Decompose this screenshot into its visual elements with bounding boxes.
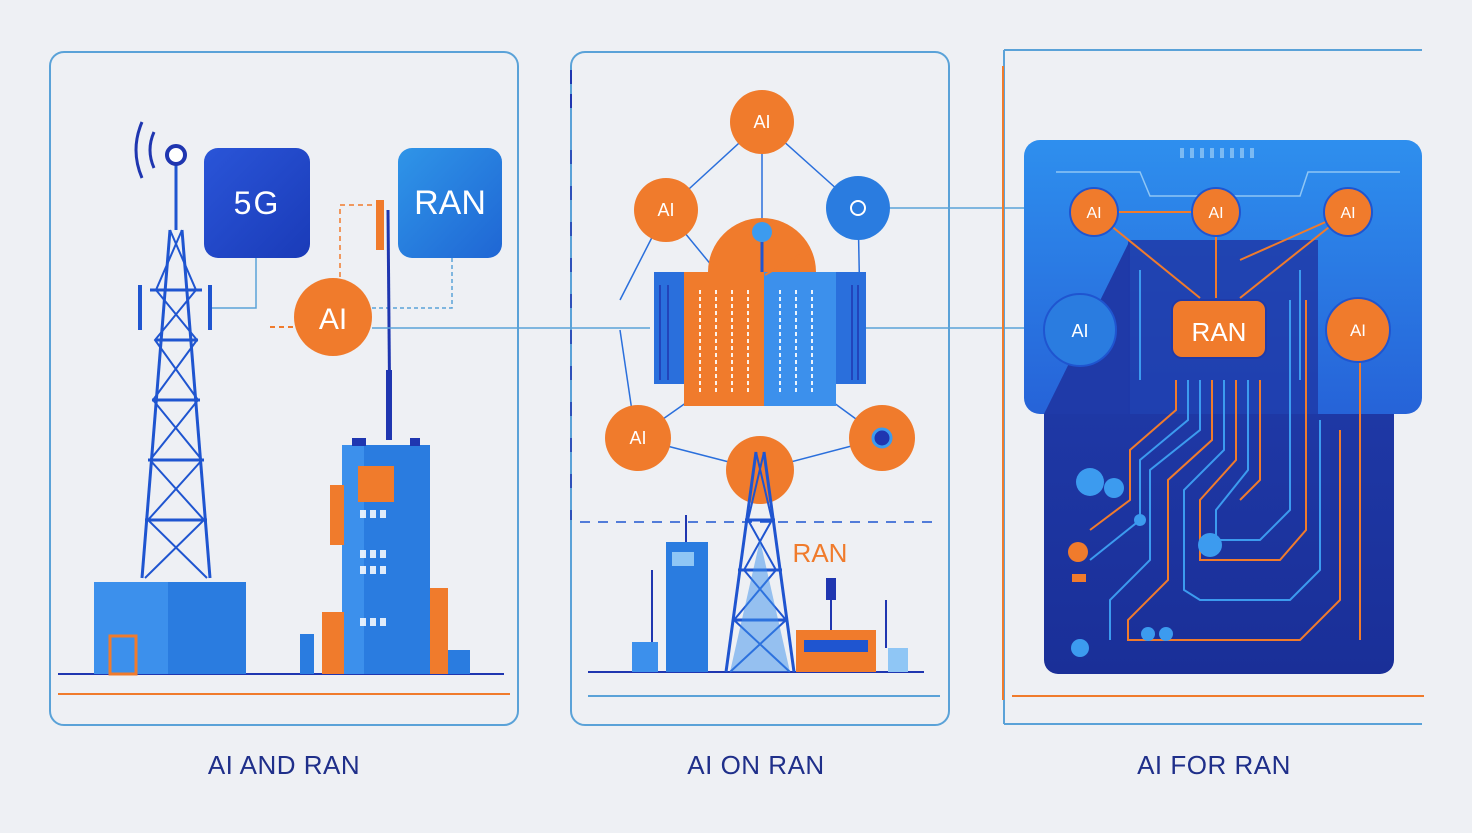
circuit-traces (1089, 270, 1361, 641)
ran-chip-label: RAN (1192, 317, 1247, 347)
ai-node-label: AI (319, 303, 347, 336)
antenna-icon (165, 144, 187, 166)
ai-node-a: AI (1069, 187, 1119, 237)
office-building (300, 438, 470, 674)
circuit-pads (1068, 468, 1222, 657)
ai-node-label: AI (1071, 321, 1088, 341)
caption-ai-and-ran: AI AND RAN (207, 750, 361, 780)
ai-node-b: AI (1191, 187, 1241, 237)
blue-node (826, 176, 890, 240)
ai-node-c: AI (1323, 187, 1373, 237)
base-station-building (94, 582, 246, 676)
panel-frame (49, 51, 519, 726)
cell-tower-icon (138, 160, 212, 579)
ai-node-bottom-left: AI (605, 405, 671, 471)
ai-node-label: AI (1086, 205, 1101, 222)
ai-node-left: AI (634, 178, 698, 242)
ai-node-label: AI (657, 200, 674, 220)
ai-node-label: AI (1208, 205, 1223, 222)
5g-badge: 5G (204, 148, 310, 258)
panel-ai-on-ran: AI AI AI RAN (570, 51, 950, 726)
signal-wave-icon (148, 131, 156, 169)
panel-ai-for-ran: AI AI AI AI AI RAN (1002, 49, 1424, 725)
ran-site-label: RAN (793, 538, 848, 568)
server-chip-icon (654, 254, 866, 406)
ran-badge-label: RAN (414, 184, 486, 222)
ai-node-label: AI (753, 112, 770, 132)
ai-node-label: AI (1340, 205, 1355, 222)
ai-node-label: AI (629, 428, 646, 448)
ai-node-left: AI (1043, 293, 1117, 367)
panel-ai-and-ran: 5G RAN AI (49, 51, 519, 726)
ran-badge: RAN (398, 148, 502, 258)
ai-node: AI (294, 278, 372, 356)
ai-node-top: AI (730, 90, 794, 154)
caption-ai-on-ran: AI ON RAN (687, 750, 825, 780)
5g-label: 5G (234, 185, 281, 221)
city-buildings (632, 515, 908, 672)
ai-node-label: AI (1350, 321, 1366, 340)
orange-node (849, 405, 915, 471)
ran-chip: RAN (1171, 299, 1267, 359)
panel-frame (570, 51, 950, 726)
caption-ai-for-ran: AI FOR RAN (1137, 750, 1291, 780)
mast-icon (376, 200, 392, 441)
ai-node-right: AI (1325, 297, 1391, 363)
